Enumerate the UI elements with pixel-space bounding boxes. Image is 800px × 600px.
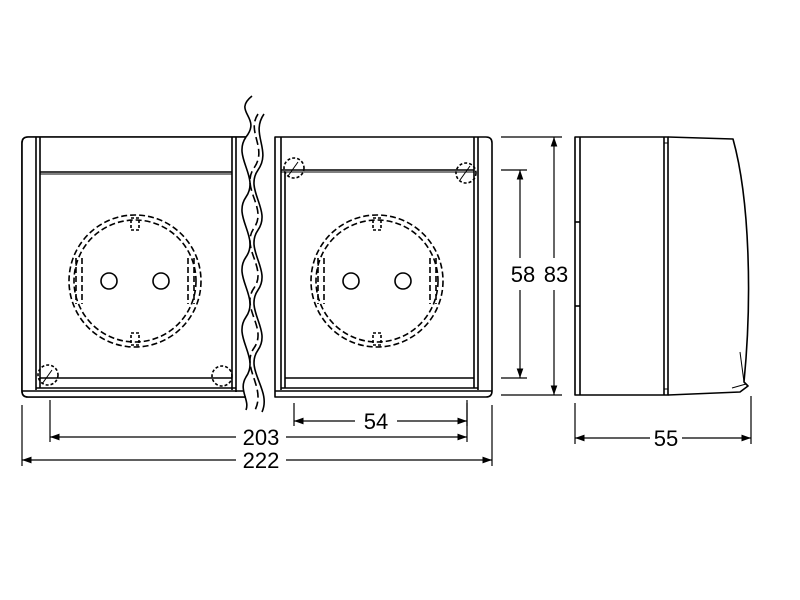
left-screw-bottom-left	[37, 364, 59, 386]
side-base-outline	[574, 136, 669, 396]
right-screw-top-left	[283, 157, 305, 179]
side-view	[574, 136, 750, 396]
side-lid-outline	[667, 136, 750, 396]
right-housing-outline	[274, 136, 493, 398]
right-pin-hole-left	[342, 272, 360, 290]
left-pin-hole-left	[100, 272, 118, 290]
left-socket-unit	[21, 136, 246, 398]
left-pin-hole-right	[152, 272, 170, 290]
dim-label-overall-height: 83	[544, 262, 568, 287]
right-pin-hole-right	[394, 272, 412, 290]
break-lines	[241, 95, 265, 413]
right-socket-unit	[274, 136, 493, 398]
dim-label-mounting-width: 203	[243, 425, 280, 450]
right-screw-top-right	[455, 162, 477, 184]
dim-label-depth: 55	[654, 426, 678, 451]
dim-label-overall-width: 222	[243, 448, 280, 473]
dim-label-mounting-height: 58	[511, 262, 535, 287]
right-socket-face	[310, 214, 444, 348]
left-screw-bottom-right	[211, 365, 233, 387]
left-socket-face	[68, 214, 202, 348]
dim-label-socket-pitch: 54	[364, 409, 388, 434]
